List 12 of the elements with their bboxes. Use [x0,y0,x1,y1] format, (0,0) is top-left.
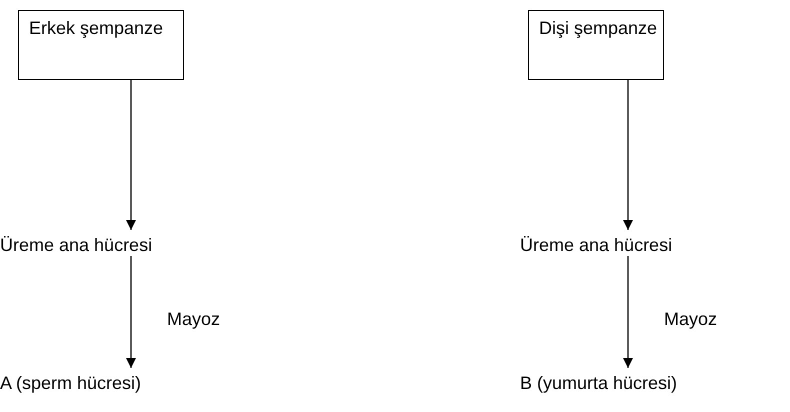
box-label: Dişi şempanze [539,18,658,38]
box-label: Erkek şempanze [29,18,164,38]
process-box [528,10,664,80]
process-box [18,10,184,80]
node-text: B (yumurta hücresi) [520,372,678,394]
arrow [126,80,136,230]
node-text: Üreme ana hücresi [0,234,152,256]
arrow [623,80,633,230]
arrow [126,256,136,368]
node-text: A (sperm hücresi) [0,372,142,394]
arrow [623,256,633,368]
node-text: Üreme ana hücresi [520,234,672,256]
